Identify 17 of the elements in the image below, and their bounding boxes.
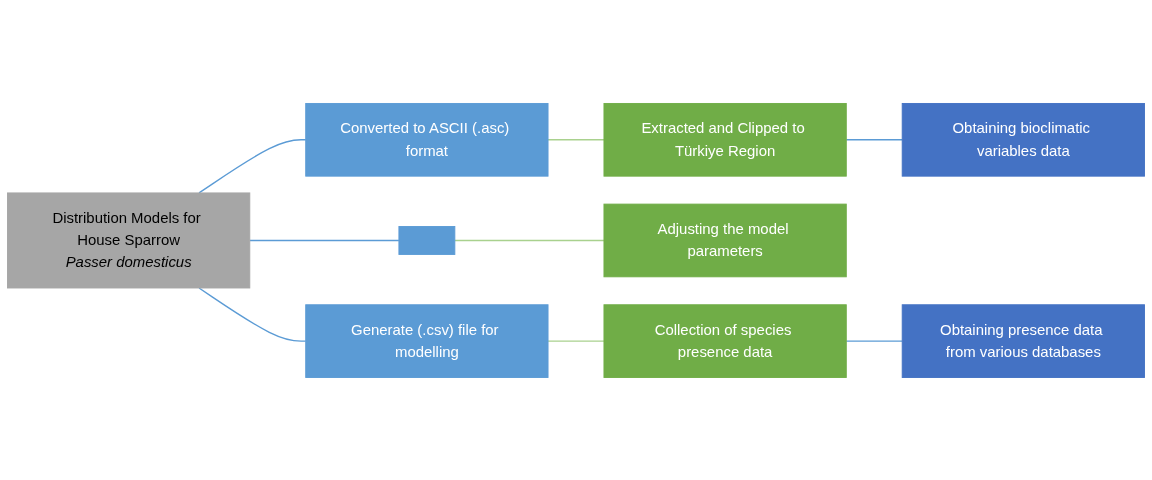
node-box: Collection of species presence data [603,303,847,378]
node-box: Converted to ASCII (.asc) format [305,102,549,177]
connector [198,138,307,194]
connector [198,286,307,342]
connector [454,239,605,241]
connector [547,138,605,141]
node-box [398,225,456,255]
node-box: Obtaining bioclimatic variables data [901,102,1145,177]
node-box: Obtaining presence data from various databases [901,303,1145,378]
node-box: Adjusting the model parameters [603,203,847,277]
node-box: Distribution Models for House Sparrow Passer domesticus [7,192,251,288]
node-box: Generate (.csv) file for modelling [305,303,549,378]
connector [249,239,400,241]
connector [845,339,903,342]
connector [547,339,605,342]
connector [845,138,903,141]
node-box: Extracted and Clipped to Türkiye Region [603,102,847,177]
